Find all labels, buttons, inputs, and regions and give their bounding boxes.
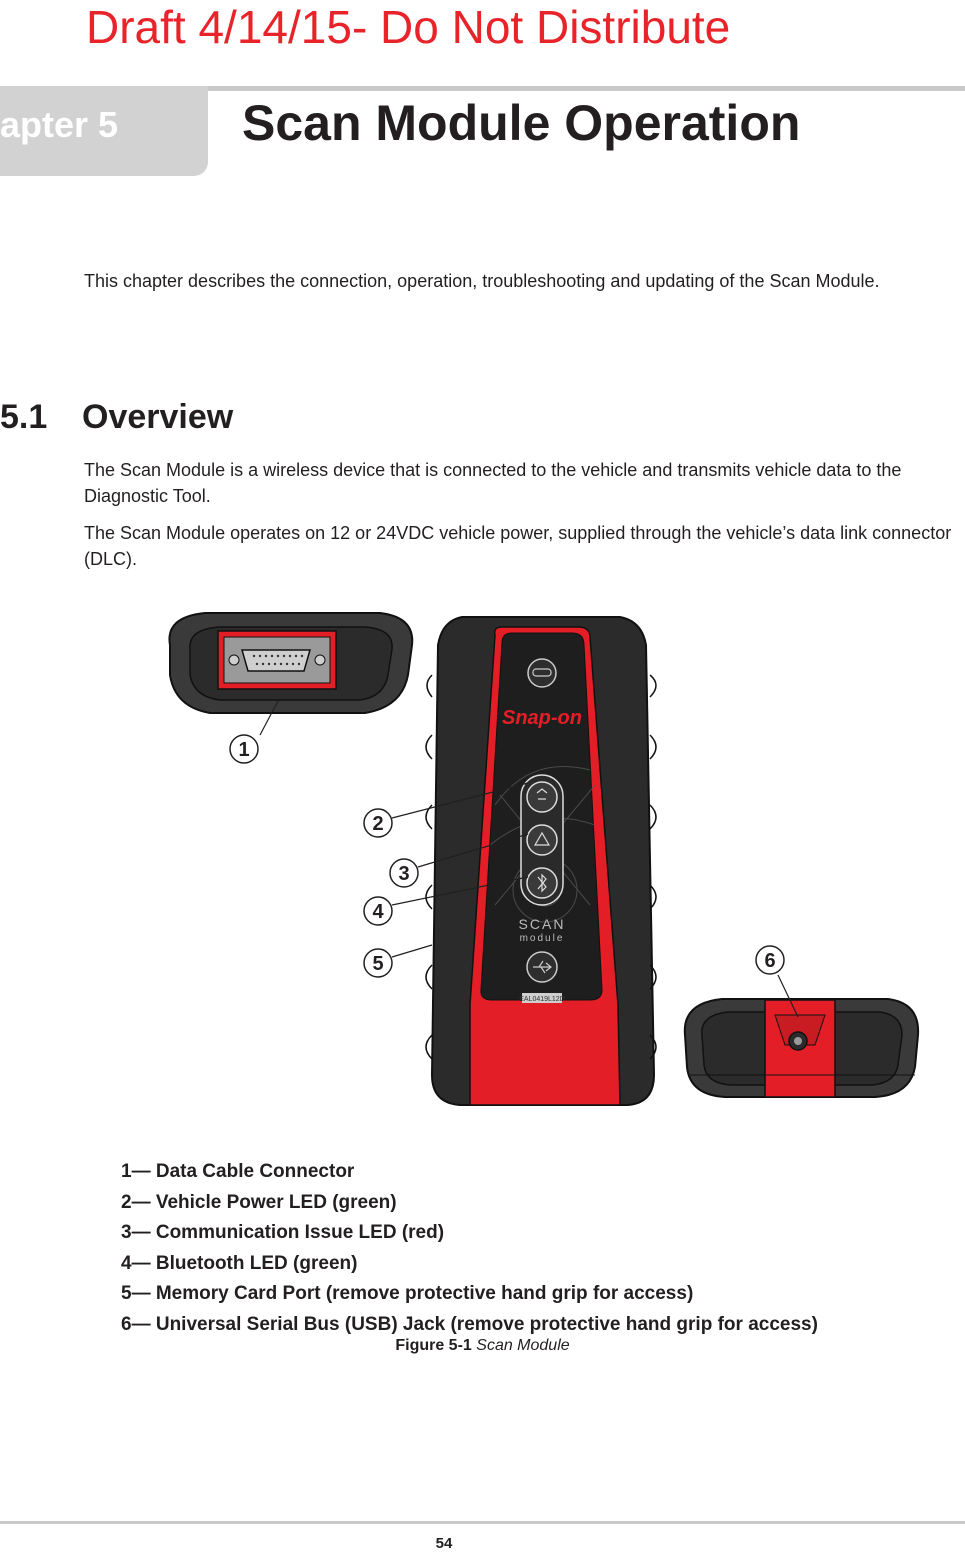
legend-item: 5— Memory Card Port (remove protective h… (121, 1283, 694, 1304)
callout-3: 3 (389, 858, 419, 888)
figure-caption-label: Figure 5-1 (395, 1337, 472, 1354)
figure-caption: Figure 5-1 Scan Module (0, 1337, 965, 1355)
legend-item: 4— Bluetooth LED (green) (121, 1252, 358, 1274)
section-title: Overview (82, 398, 234, 436)
section-heading: 5.1 Overview (0, 398, 233, 437)
chapter-label: apter 5 (0, 104, 119, 145)
device-brand-logo: Snap-on (502, 707, 582, 729)
usb-end-view (683, 998, 920, 1098)
chapter-tab (0, 86, 208, 176)
svg-text:3: 3 (398, 863, 409, 885)
serial-label: EAL0419L12D (519, 996, 565, 1003)
callout-5: 5 (363, 948, 393, 978)
callout-2: 2 (363, 808, 393, 838)
device-name: SCAN (519, 916, 566, 932)
chapter-title: Scan Module Operation (242, 95, 801, 151)
scan-module-figure: Snap-on SCAN module EAL0419L12D 1 (168, 612, 920, 1106)
section-number: 5.1 (0, 398, 48, 436)
legend-item: 2— Vehicle Power LED (green) (121, 1191, 397, 1213)
chapter-rule (208, 86, 965, 91)
callout-6: 6 (755, 945, 785, 975)
device-subname: module (520, 933, 565, 944)
callout-1: 1 (229, 734, 259, 764)
svg-text:2: 2 (372, 813, 383, 835)
callout-4: 4 (363, 896, 393, 926)
connector-end-view (168, 612, 414, 714)
scan-module-body: Snap-on SCAN module EAL0419L12D (425, 616, 657, 1106)
figure-legend: 1— Data Cable Connector 2— Vehicle Power… (121, 1160, 818, 1343)
legend-item: 6— Universal Serial Bus (USB) Jack (remo… (121, 1313, 818, 1335)
overview-paragraph-1: The Scan Module is a wireless device tha… (84, 460, 902, 506)
vehicle-power-led (526, 781, 558, 813)
intro-paragraph: This chapter describes the connection, o… (84, 271, 880, 291)
footer-rule (0, 1521, 965, 1524)
legend-item: 1— Data Cable Connector (121, 1161, 355, 1182)
svg-text:4: 4 (372, 901, 384, 923)
legend-item: 3— Communication Issue LED (red) (121, 1222, 445, 1243)
communication-issue-led (526, 824, 558, 856)
overview-paragraph-2: The Scan Module operates on 12 or 24VDC … (84, 523, 952, 569)
draft-watermark: Draft 4/14/15- Do Not Distribute (86, 1, 731, 53)
page-number: 54 (435, 1535, 453, 1552)
svg-text:1: 1 (238, 739, 249, 761)
figure-caption-text: Scan Module (476, 1337, 570, 1354)
svg-text:6: 6 (764, 950, 775, 972)
svg-text:5: 5 (372, 953, 383, 975)
